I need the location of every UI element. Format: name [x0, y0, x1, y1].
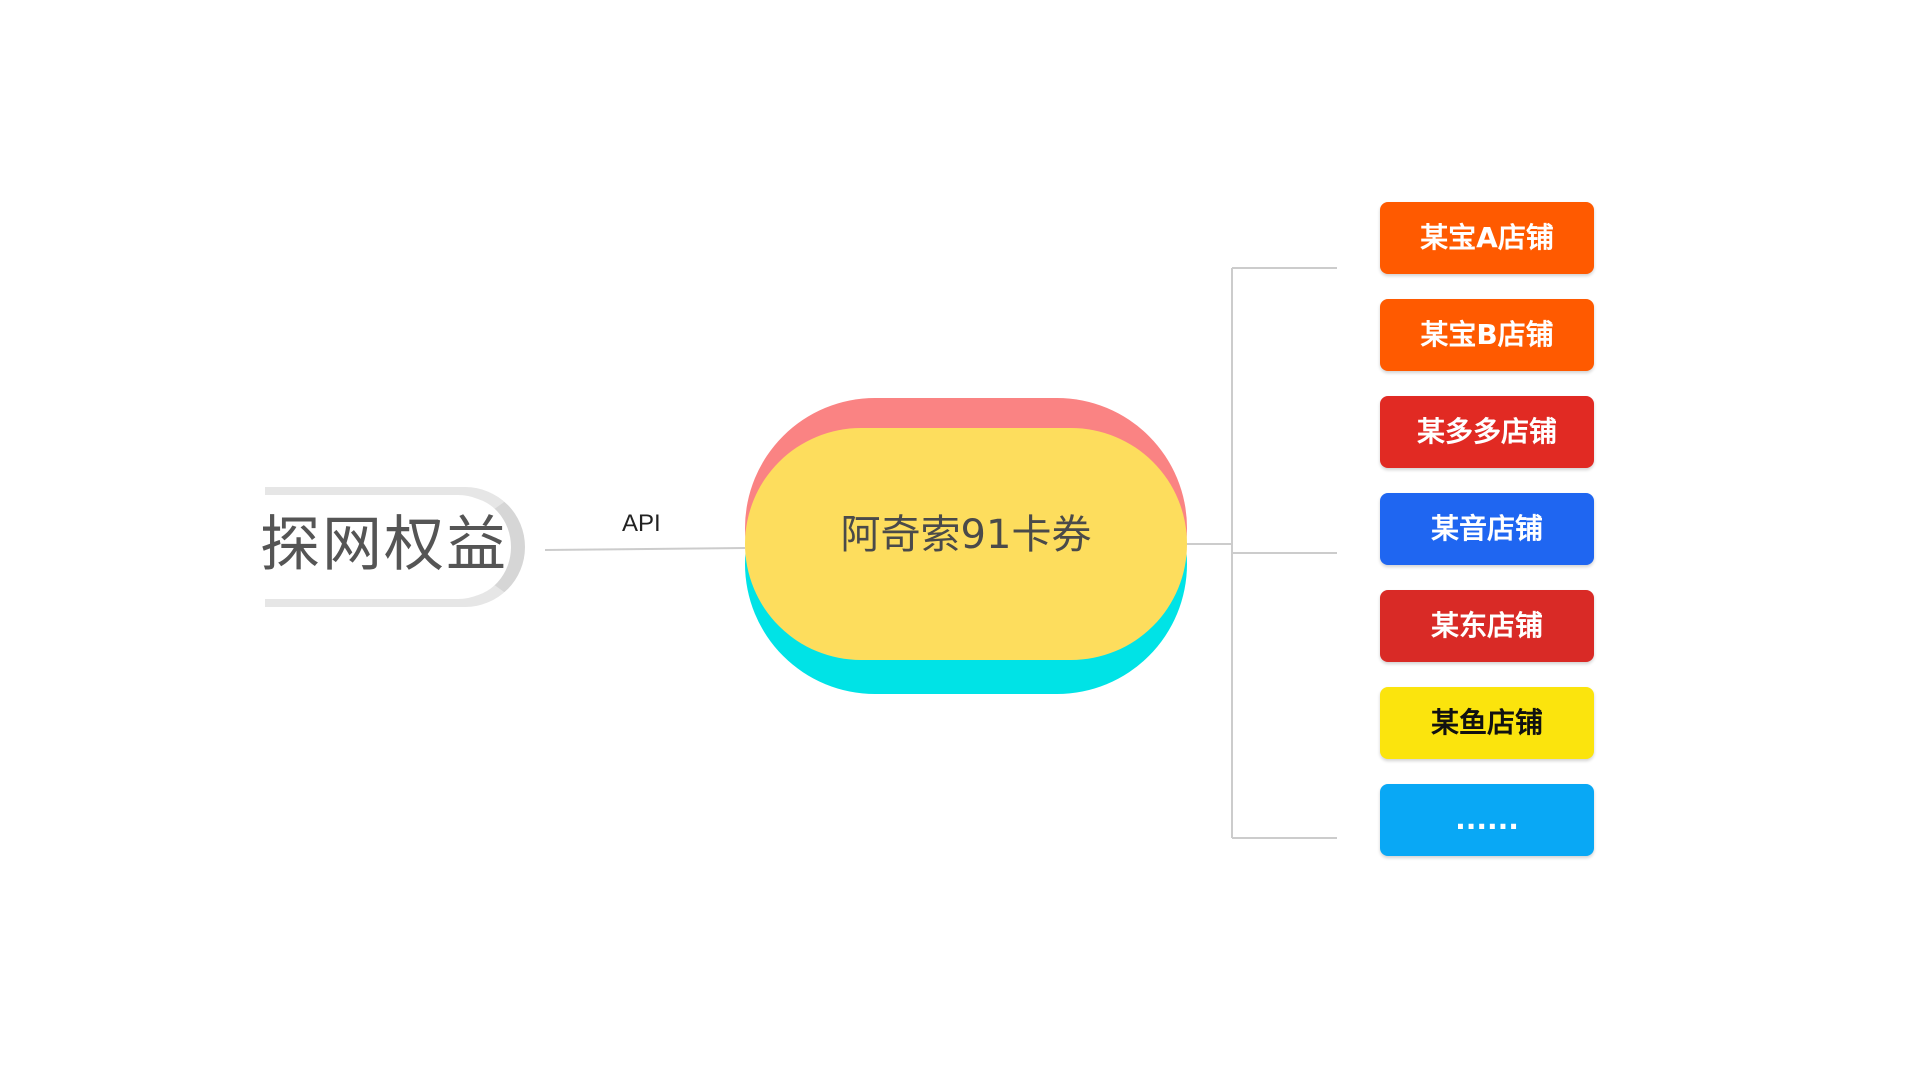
store-badge-label: 某宝A店铺	[1420, 221, 1554, 254]
store-badge-jingdong[interactable]: 某东店铺	[1380, 590, 1594, 662]
store-badge-more[interactable]: ......	[1380, 784, 1594, 856]
store-badge-label: 某宝B店铺	[1420, 318, 1554, 351]
hub-layer-middle	[745, 428, 1187, 660]
store-badge-douyin[interactable]: 某音店铺	[1380, 493, 1594, 565]
store-badge-label: 某鱼店铺	[1430, 706, 1543, 739]
store-badge-label: 某音店铺	[1430, 512, 1543, 545]
api-connector	[544, 547, 746, 551]
api-edge-label: API	[622, 510, 661, 537]
store-badge-xianyu[interactable]: 某鱼店铺	[1380, 687, 1594, 759]
store-badge-pinduoduo[interactable]: 某多多店铺	[1380, 396, 1594, 468]
source-node-label: 探网权益	[260, 510, 508, 580]
store-badge-label: 某东店铺	[1430, 609, 1543, 642]
source-node[interactable]: 探网权益	[170, 487, 545, 607]
store-badge-taobao-b[interactable]: 某宝B店铺	[1380, 299, 1594, 371]
store-badge-taobao-a[interactable]: 某宝A店铺	[1380, 202, 1594, 274]
hub-node-label: 阿奇索91卡券	[840, 512, 1092, 558]
hub-node[interactable]: 阿奇索91卡券	[745, 398, 1187, 694]
store-badge-label: 某多多店铺	[1416, 415, 1557, 448]
store-badge-label: ......	[1455, 803, 1519, 836]
source-node-mask	[170, 495, 510, 599]
